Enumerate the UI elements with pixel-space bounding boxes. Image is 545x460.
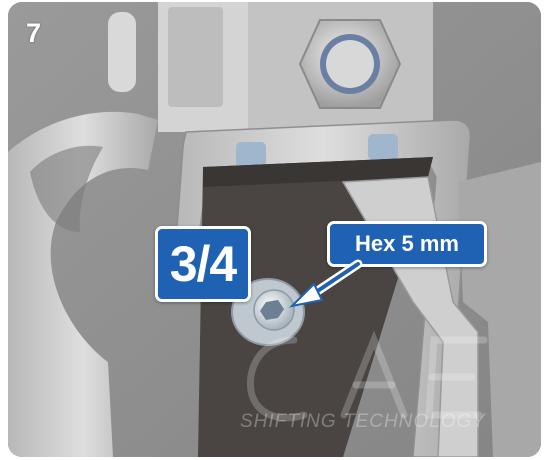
cae-logo — [246, 330, 488, 422]
logo-tagline: SHIFTING TECHNOLOGY — [240, 411, 486, 432]
arrow-icon — [288, 259, 363, 308]
step-number: 7 — [26, 18, 42, 48]
tool-label: Hex 5 mm — [327, 221, 487, 267]
ratio-badge: 3/4 — [155, 226, 251, 302]
shifter-photo — [8, 2, 541, 457]
photo-frame: 7 3/4 Hex 5 mm SHIFTING TECHNOLOGY — [8, 2, 541, 457]
